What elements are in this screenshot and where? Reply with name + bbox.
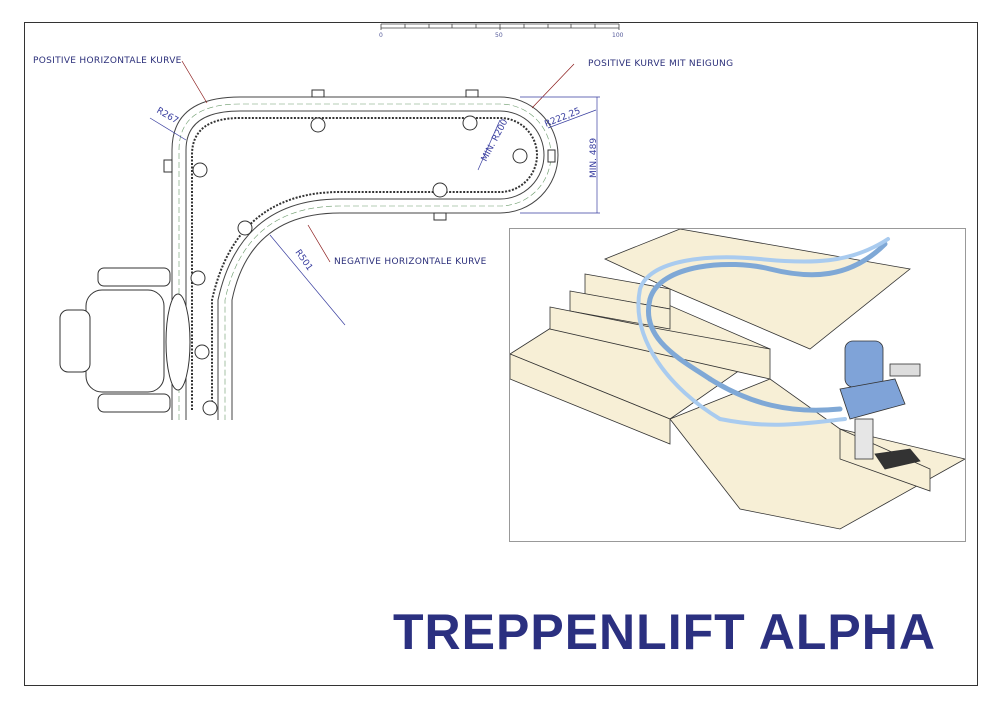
isometric-view xyxy=(509,228,966,542)
dim-r222: R222,25 xyxy=(543,106,582,129)
label-positive-curve-incline: POSITIVE KURVE MIT NEIGUNG xyxy=(588,59,733,69)
scale-bar xyxy=(380,23,620,30)
dimension-lines xyxy=(149,96,600,326)
rail-3d xyxy=(636,237,890,427)
stairlift-chair xyxy=(839,340,921,470)
label-negative-horizontal-curve: NEGATIVE HORIZONTALE KURVE xyxy=(334,257,487,267)
rail-brackets xyxy=(163,89,556,416)
stairs xyxy=(510,229,965,530)
label-positive-horizontal-curve: POSITIVE HORIZONTALE KURVE xyxy=(33,56,182,66)
scale-tick-100: 100 xyxy=(612,32,624,39)
chair-plan xyxy=(59,267,191,413)
dim-r501: R501 xyxy=(293,248,315,273)
leader-lines xyxy=(181,60,575,263)
scale-tick-0: 0 xyxy=(379,32,383,39)
scale-tick-50: 50 xyxy=(495,32,503,39)
dim-min-489: MIN. 489 xyxy=(589,138,599,178)
sheet-border xyxy=(24,22,978,686)
drawing-title: TREPPENLIFT ALPHA xyxy=(393,604,936,660)
dim-min-r200: MIN. R200 xyxy=(480,118,511,164)
rail-plan xyxy=(171,96,559,420)
isometric-render xyxy=(510,229,965,530)
